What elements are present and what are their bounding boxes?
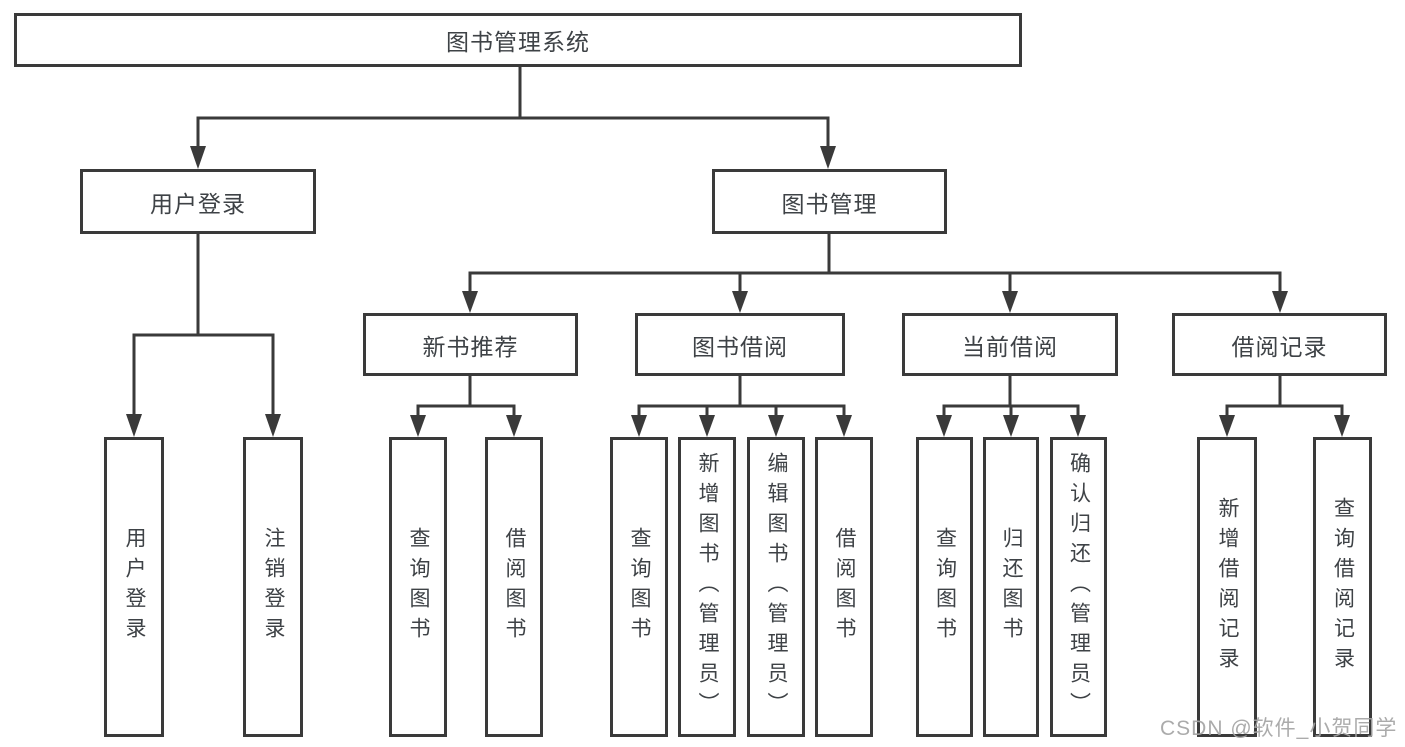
node-borrowing-records: 借阅记录 bbox=[1172, 313, 1387, 376]
leaf-logout-login-label: 注销登录 bbox=[262, 527, 286, 647]
node-book-management: 图书管理 bbox=[712, 169, 947, 234]
leaf-current-query: 查询图书 bbox=[916, 437, 973, 737]
node-book-management-label: 图书管理 bbox=[781, 190, 878, 217]
leaf-current-query-label: 查询图书 bbox=[933, 527, 957, 647]
leaf-borrowing-query: 查询图书 bbox=[610, 437, 668, 737]
node-user-login: 用户登录 bbox=[80, 169, 316, 234]
leaf-newbooks-query: 查询图书 bbox=[389, 437, 447, 737]
leaf-borrowing-edit-admin-label: 编辑图书（管理员） bbox=[765, 452, 789, 722]
leaf-user-login-label: 用户登录 bbox=[123, 527, 147, 647]
leaf-current-confirm-return-admin: 确认归还（管理员） bbox=[1050, 437, 1107, 737]
leaf-borrowing-add-admin-label: 新增图书（管理员） bbox=[696, 452, 720, 722]
leaf-borrowing-borrow: 借阅图书 bbox=[815, 437, 873, 737]
node-new-book-recommend: 新书推荐 bbox=[363, 313, 578, 376]
node-book-borrowing-label: 图书借阅 bbox=[692, 333, 788, 360]
watermark: CSDN @软件_小贺同学 bbox=[1160, 717, 1398, 740]
node-root-label: 图书管理系统 bbox=[446, 29, 590, 55]
leaf-current-confirm-return-admin-label: 确认归还（管理员） bbox=[1067, 452, 1091, 722]
node-current-borrowing-label: 当前借阅 bbox=[962, 333, 1058, 360]
leaf-records-query: 查询借阅记录 bbox=[1313, 437, 1372, 737]
leaf-borrowing-edit-admin: 编辑图书（管理员） bbox=[747, 437, 805, 737]
node-new-book-recommend-label: 新书推荐 bbox=[422, 333, 519, 360]
leaf-current-return: 归还图书 bbox=[983, 437, 1039, 737]
node-root: 图书管理系统 bbox=[14, 13, 1022, 67]
node-book-borrowing: 图书借阅 bbox=[635, 313, 845, 376]
node-user-login-label: 用户登录 bbox=[150, 190, 246, 217]
leaf-newbooks-query-label: 查询图书 bbox=[407, 527, 431, 647]
leaf-borrowing-borrow-label: 借阅图书 bbox=[833, 527, 857, 647]
node-borrowing-records-label: 借阅记录 bbox=[1231, 333, 1328, 360]
leaf-records-query-label: 查询借阅记录 bbox=[1331, 497, 1355, 677]
leaf-borrowing-query-label: 查询图书 bbox=[628, 527, 652, 647]
leaf-records-add: 新增借阅记录 bbox=[1197, 437, 1257, 737]
leaf-user-login: 用户登录 bbox=[104, 437, 164, 737]
leaf-records-add-label: 新增借阅记录 bbox=[1216, 497, 1240, 677]
leaf-newbooks-borrow: 借阅图书 bbox=[485, 437, 543, 737]
leaf-borrowing-add-admin: 新增图书（管理员） bbox=[678, 437, 736, 737]
node-current-borrowing: 当前借阅 bbox=[902, 313, 1118, 376]
leaf-current-return-label: 归还图书 bbox=[1000, 527, 1024, 647]
leaf-newbooks-borrow-label: 借阅图书 bbox=[503, 527, 527, 647]
leaf-logout-login: 注销登录 bbox=[243, 437, 303, 737]
